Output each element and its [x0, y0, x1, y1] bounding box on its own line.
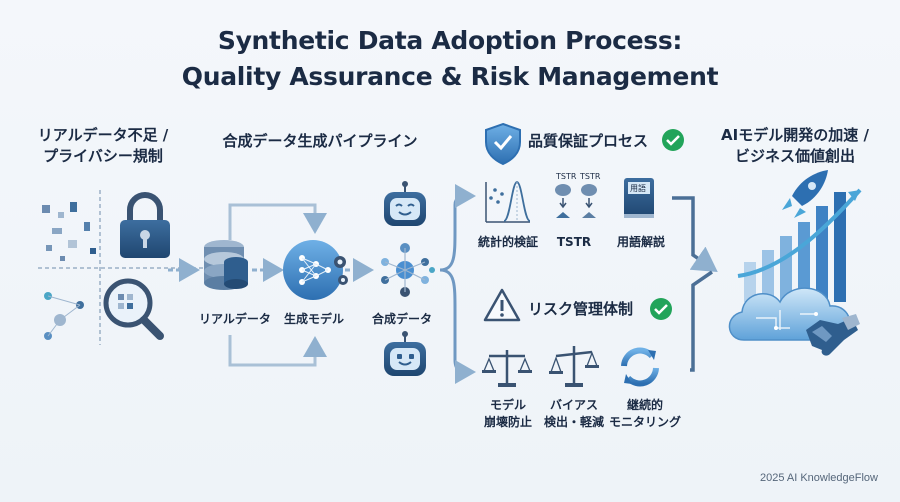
growth-chart-icon [737, 188, 862, 302]
lock-icon [120, 192, 170, 258]
bias-label: バイアス 検出・軽減 [536, 397, 612, 431]
title-line-1: Synthetic Data Adoption Process: [217, 26, 683, 55]
handshake-icon [806, 314, 860, 356]
monitor-line2: モニタリング [608, 415, 681, 429]
stage4-line2: ビジネス価値創出 [734, 147, 855, 165]
glossary-label: 用語解説 [616, 235, 665, 249]
check-icon [662, 129, 684, 151]
bias-line2: 検出・軽減 [543, 415, 604, 429]
collapse-prevention-label: モデル 崩壊防止 [470, 397, 546, 431]
collapse-line1: モデル [489, 398, 526, 412]
refresh-icon [621, 347, 659, 387]
check-icon-2 [650, 298, 672, 320]
tstr-tag-2: TSTR [579, 172, 601, 181]
stage4-line1: AIモデル開発の加速 / [721, 126, 869, 144]
tstr-icon: TSTR TSTR [555, 172, 601, 218]
database-icon [204, 240, 248, 290]
stage4-label: AIモデル開発の加速 / ビジネス価値創出 [710, 125, 880, 167]
stage1-label: リアルデータ不足 / プライバシー規制 [28, 125, 178, 167]
title-line-2: Quality Assurance & Risk Management [181, 62, 719, 91]
stage1-line1: リアルデータ不足 / [37, 126, 169, 144]
tstr-tag-1: TSTR [555, 172, 577, 181]
risk-title: リスク管理体制 [528, 300, 634, 318]
stat-validation-label: 統計的検証 [477, 235, 538, 249]
robot-icon-2 [384, 331, 426, 376]
rocket-icon [782, 170, 828, 218]
monitor-line1: 継続的 [626, 398, 663, 412]
pipeline-title: 合成データ生成パイプライン [222, 132, 418, 150]
robot-icon [384, 181, 426, 226]
warning-icon [483, 288, 521, 322]
shield-check-icon [485, 122, 521, 166]
scale-icon [482, 350, 532, 387]
neural-network-icon [283, 240, 348, 300]
quality-title: 品質保証プロセス [528, 132, 649, 150]
footer-credit: 2025 AI KnowledgeFlow [759, 472, 878, 484]
generative-model-label: 生成モデル [283, 312, 344, 326]
tstr-label: TSTR [556, 235, 592, 249]
stat-chart-icon [485, 181, 531, 223]
collapse-line2: 崩壊防止 [483, 415, 532, 429]
synthetic-data-icon [381, 243, 435, 297]
real-data-label: リアルデータ [199, 312, 271, 326]
book-tag: 用語 [630, 183, 646, 193]
synthetic-data-label: 合成データ [371, 312, 432, 326]
stage1-line2: プライバシー規制 [43, 147, 163, 165]
monitoring-label: 継続的 モニタリング [603, 397, 687, 431]
magnifier-icon [103, 278, 164, 340]
scattered-data-icon [38, 190, 205, 345]
bias-line1: バイアス [549, 398, 598, 412]
scale-icon-2 [549, 346, 599, 387]
book-icon: 用語 [624, 178, 654, 218]
